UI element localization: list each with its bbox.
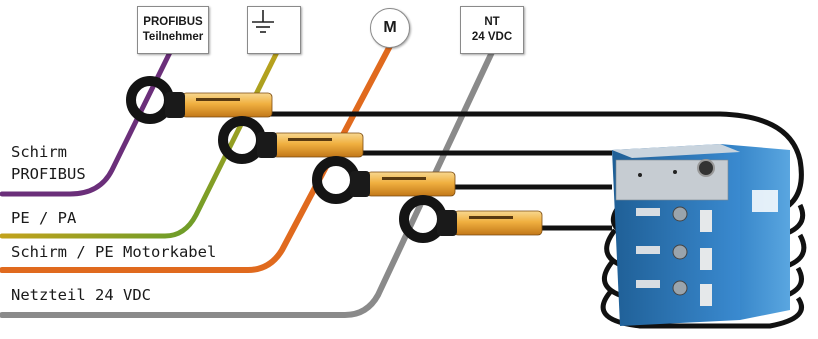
signal-cable-1 [255, 111, 804, 217]
nt-box-line2: 24 VDC [471, 31, 513, 43]
profibus-participant-box: PROFIBUS Teilnehmer [137, 6, 209, 54]
cable-motor-shield [0, 41, 394, 273]
nt-box-line1: NT [484, 16, 500, 28]
label-netzteil-24vdc: Netzteil 24 VDC [11, 286, 151, 304]
cable-power-24vdc [0, 47, 496, 318]
label-schirm: Schirm [11, 143, 67, 161]
ground-symbol-icon [252, 10, 274, 33]
cable-pe-pa [0, 33, 288, 239]
profibus-box-line1: PROFIBUS [143, 16, 203, 28]
device-loop-4 [600, 288, 804, 329]
power-supply-box: NT 24 VDC [460, 6, 524, 54]
cable-profibus-shield [0, 33, 181, 197]
label-pe-pa: PE / PA [11, 209, 77, 227]
label-schirm-pe-motorkabel: Schirm / PE Motorkabel [11, 243, 217, 261]
motor-symbol: M [370, 8, 410, 48]
motor-label: M [383, 19, 397, 36]
current-clamp-3 [312, 156, 456, 204]
measurement-device [612, 144, 790, 326]
current-clamp-2 [218, 116, 364, 164]
current-clamp-1 [126, 76, 273, 124]
ground-box [247, 6, 301, 54]
label-profibus: PROFIBUS [11, 165, 86, 183]
profibus-box-line2: Teilnehmer [142, 31, 204, 43]
current-clamp-4 [399, 195, 543, 243]
